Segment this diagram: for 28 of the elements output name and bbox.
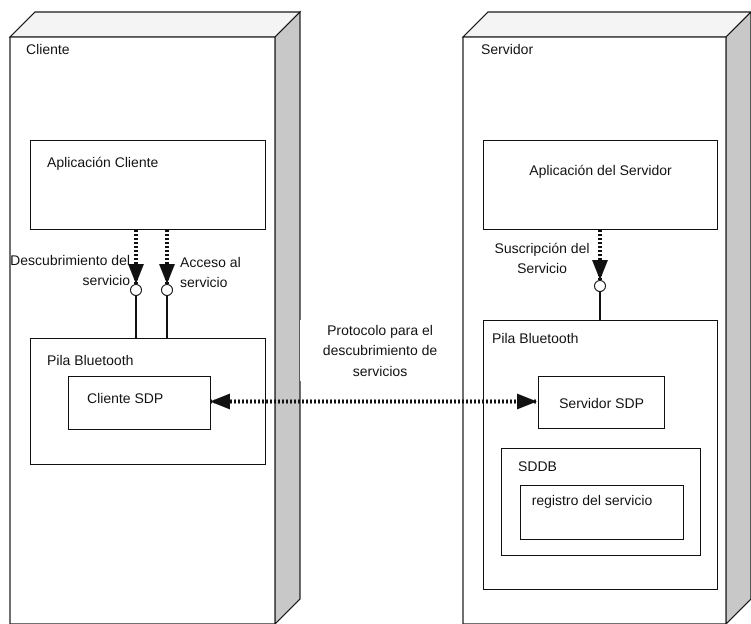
connector-line <box>135 296 137 338</box>
node-label: Cliente <box>25 40 71 59</box>
component-box <box>483 320 718 590</box>
connector-line <box>166 296 168 338</box>
component-box <box>501 448 701 556</box>
interface-label: Descubrimiento del servicio <box>9 251 130 290</box>
component-box <box>520 485 684 540</box>
component-box <box>68 376 211 430</box>
component-box <box>538 376 665 429</box>
node-label: Aplicación del Servidor <box>528 161 673 180</box>
arrow <box>128 230 144 284</box>
node-label: registro del servicio <box>530 491 654 510</box>
connector-line <box>599 292 601 320</box>
component-box <box>30 338 266 465</box>
node-label: SDDB <box>517 457 558 476</box>
node-label: Servidor <box>480 40 534 59</box>
node-label: Pila Bluetooth <box>491 329 580 348</box>
arrow <box>159 230 175 284</box>
node-label: Aplicación Cliente <box>46 153 160 172</box>
node-label: Servidor SDP <box>558 394 645 413</box>
component-box <box>30 140 266 230</box>
arrow <box>592 230 608 280</box>
interface-label: Acceso al servicio <box>180 253 242 292</box>
arrow <box>210 394 537 410</box>
interface-label: Suscripción del Servicio <box>494 239 590 278</box>
component-box <box>483 140 718 230</box>
node-label: Cliente SDP <box>86 389 164 408</box>
node-label: Pila Bluetooth <box>46 351 134 370</box>
